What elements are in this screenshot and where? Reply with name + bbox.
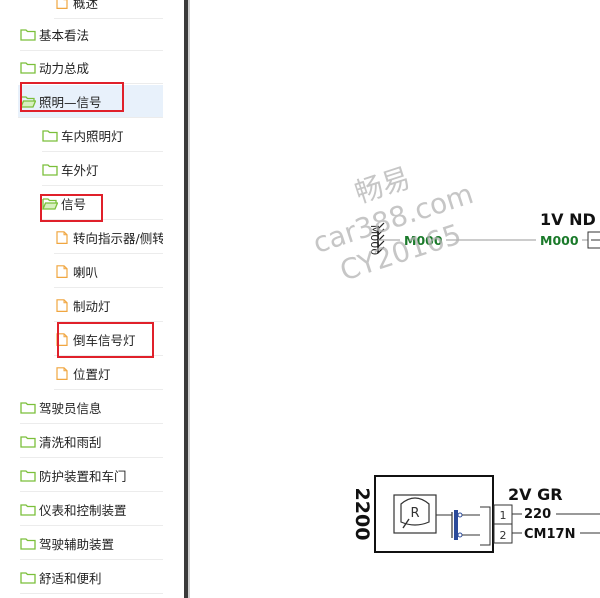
folder-icon	[42, 129, 58, 142]
wire-label-220: 220	[524, 507, 551, 522]
lamp-symbol-letter: R	[410, 506, 419, 521]
tree-item-label: 信号	[61, 196, 87, 212]
folder-icon	[20, 28, 36, 41]
tree-item-label: 倒车信号灯	[73, 332, 136, 348]
tree-item[interactable]: 照明—信号	[18, 85, 163, 118]
tree-item[interactable]: 仪表和控制装置	[20, 493, 163, 526]
folder-icon	[20, 469, 36, 482]
wire-label-left: M000	[404, 233, 443, 248]
file-icon	[54, 0, 70, 9]
tree-item[interactable]: 制动灯	[54, 289, 163, 322]
component-id: 2200	[351, 488, 373, 541]
tree-item[interactable]: 喇叭	[54, 255, 163, 288]
tree-item[interactable]: 倒车信号灯	[54, 323, 163, 356]
splitter-edge	[188, 0, 190, 598]
folder-icon	[20, 571, 36, 584]
tree-item[interactable]: 车内照明灯	[42, 119, 163, 152]
tree-item-label: 照明—信号	[39, 94, 102, 110]
tree-item[interactable]: 信号	[42, 187, 163, 220]
wire-label-right: M000	[540, 233, 579, 248]
tree-item-label: 防护装置和车门	[39, 468, 127, 484]
folder-icon	[20, 61, 36, 74]
folder-icon	[20, 503, 36, 516]
folder-icon	[20, 401, 36, 414]
internal-connector	[436, 506, 491, 546]
folder-icon	[20, 435, 36, 448]
tree-item[interactable]: 防护装置和车门	[20, 459, 163, 492]
tree-item-label: 转向指示器/侧转向指示器	[73, 230, 163, 246]
wiring-diagram-svg: M000 M000 M000 1V ND 2200 R	[351, 210, 600, 553]
tree-item-label: 车外灯	[61, 162, 99, 178]
ground-label: M000	[368, 225, 381, 256]
wiring-diagram: M000 M000 M000 1V ND 2200 R	[190, 0, 600, 598]
tree-item-label: 清洗和雨刮	[39, 434, 102, 450]
tree-item-label: 车内照明灯	[61, 128, 124, 144]
folder-icon	[42, 163, 58, 176]
tree-item[interactable]: 位置灯	[54, 357, 163, 390]
tree-item-label: 驾驶员信息	[39, 400, 102, 416]
file-icon	[54, 230, 70, 244]
tree-item[interactable]: 转向指示器/侧转向指示器	[54, 221, 163, 254]
file-icon	[54, 366, 70, 380]
tree-item[interactable]: 动力总成	[20, 51, 163, 84]
tree-item-label: 位置灯	[73, 366, 111, 382]
tree-item-label: 仪表和控制装置	[39, 502, 127, 518]
file-icon	[54, 264, 70, 278]
pin-1: 1	[500, 509, 507, 522]
tree-item-label: 舒适和便利	[39, 570, 102, 586]
tree-item[interactable]: 清洗和雨刮	[20, 425, 163, 458]
tree-item[interactable]: 基本看法	[20, 18, 163, 51]
connector-label-top: 1V ND	[540, 210, 596, 229]
tree-item-label: 动力总成	[39, 60, 90, 76]
folder-open-icon	[20, 95, 36, 108]
pin-2: 2	[500, 529, 507, 542]
tree-item[interactable]: 概述	[54, 0, 163, 19]
file-icon	[54, 332, 70, 346]
folder-icon	[20, 537, 36, 550]
connector-label-bottom: 2V GR	[508, 485, 563, 504]
folder-open-icon	[42, 197, 58, 210]
panel-splitter[interactable]	[184, 0, 188, 598]
tree-item[interactable]: 驾驶辅助装置	[20, 527, 163, 560]
file-icon	[54, 298, 70, 312]
reverse-lamp-icon	[393, 494, 437, 534]
tree-item-label: 驾驶辅助装置	[39, 536, 115, 552]
tree-item-label: 基本看法	[39, 27, 90, 43]
navigation-tree: 概述基本看法动力总成照明—信号车内照明灯车外灯信号转向指示器/侧转向指示器喇叭制…	[0, 0, 184, 598]
tree-item-label: 喇叭	[73, 264, 99, 280]
tree-item[interactable]: 舒适和便利	[20, 561, 163, 594]
tree-item[interactable]: 车外灯	[42, 153, 163, 186]
tree-item[interactable]: 驾驶员信息	[20, 391, 163, 424]
tree-item-label: 概述	[73, 0, 99, 11]
wire-label-cm17n: CM17N	[524, 527, 575, 542]
tree-item-label: 制动灯	[73, 298, 111, 314]
